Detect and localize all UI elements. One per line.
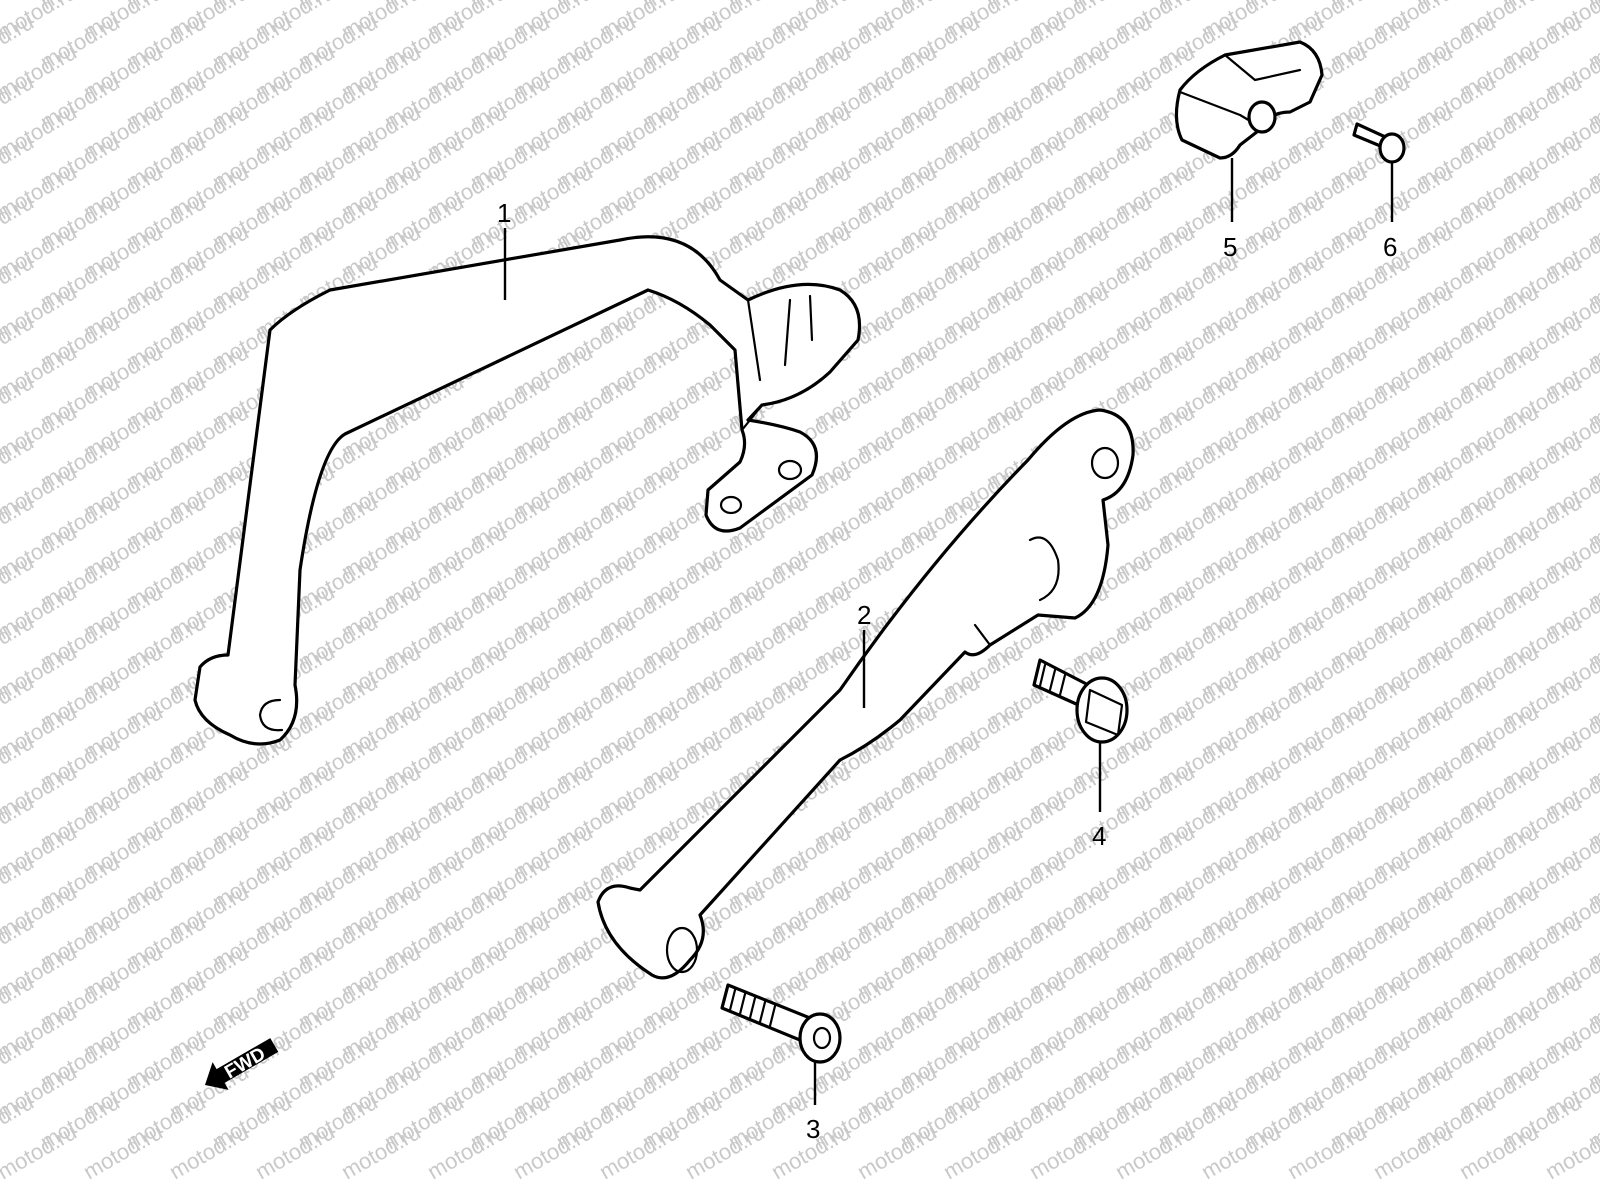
callout-1: 1: [497, 198, 511, 228]
watermark-text: motod.ru: [0, 1119, 81, 1184]
callout-5: 5: [1223, 232, 1237, 262]
callout-4: 4: [1092, 821, 1106, 851]
callout-2: 2: [857, 600, 871, 630]
callout-6: 6: [1383, 232, 1397, 262]
callout-3: 3: [806, 1114, 820, 1144]
part-1-bracket: [193, 235, 862, 746]
